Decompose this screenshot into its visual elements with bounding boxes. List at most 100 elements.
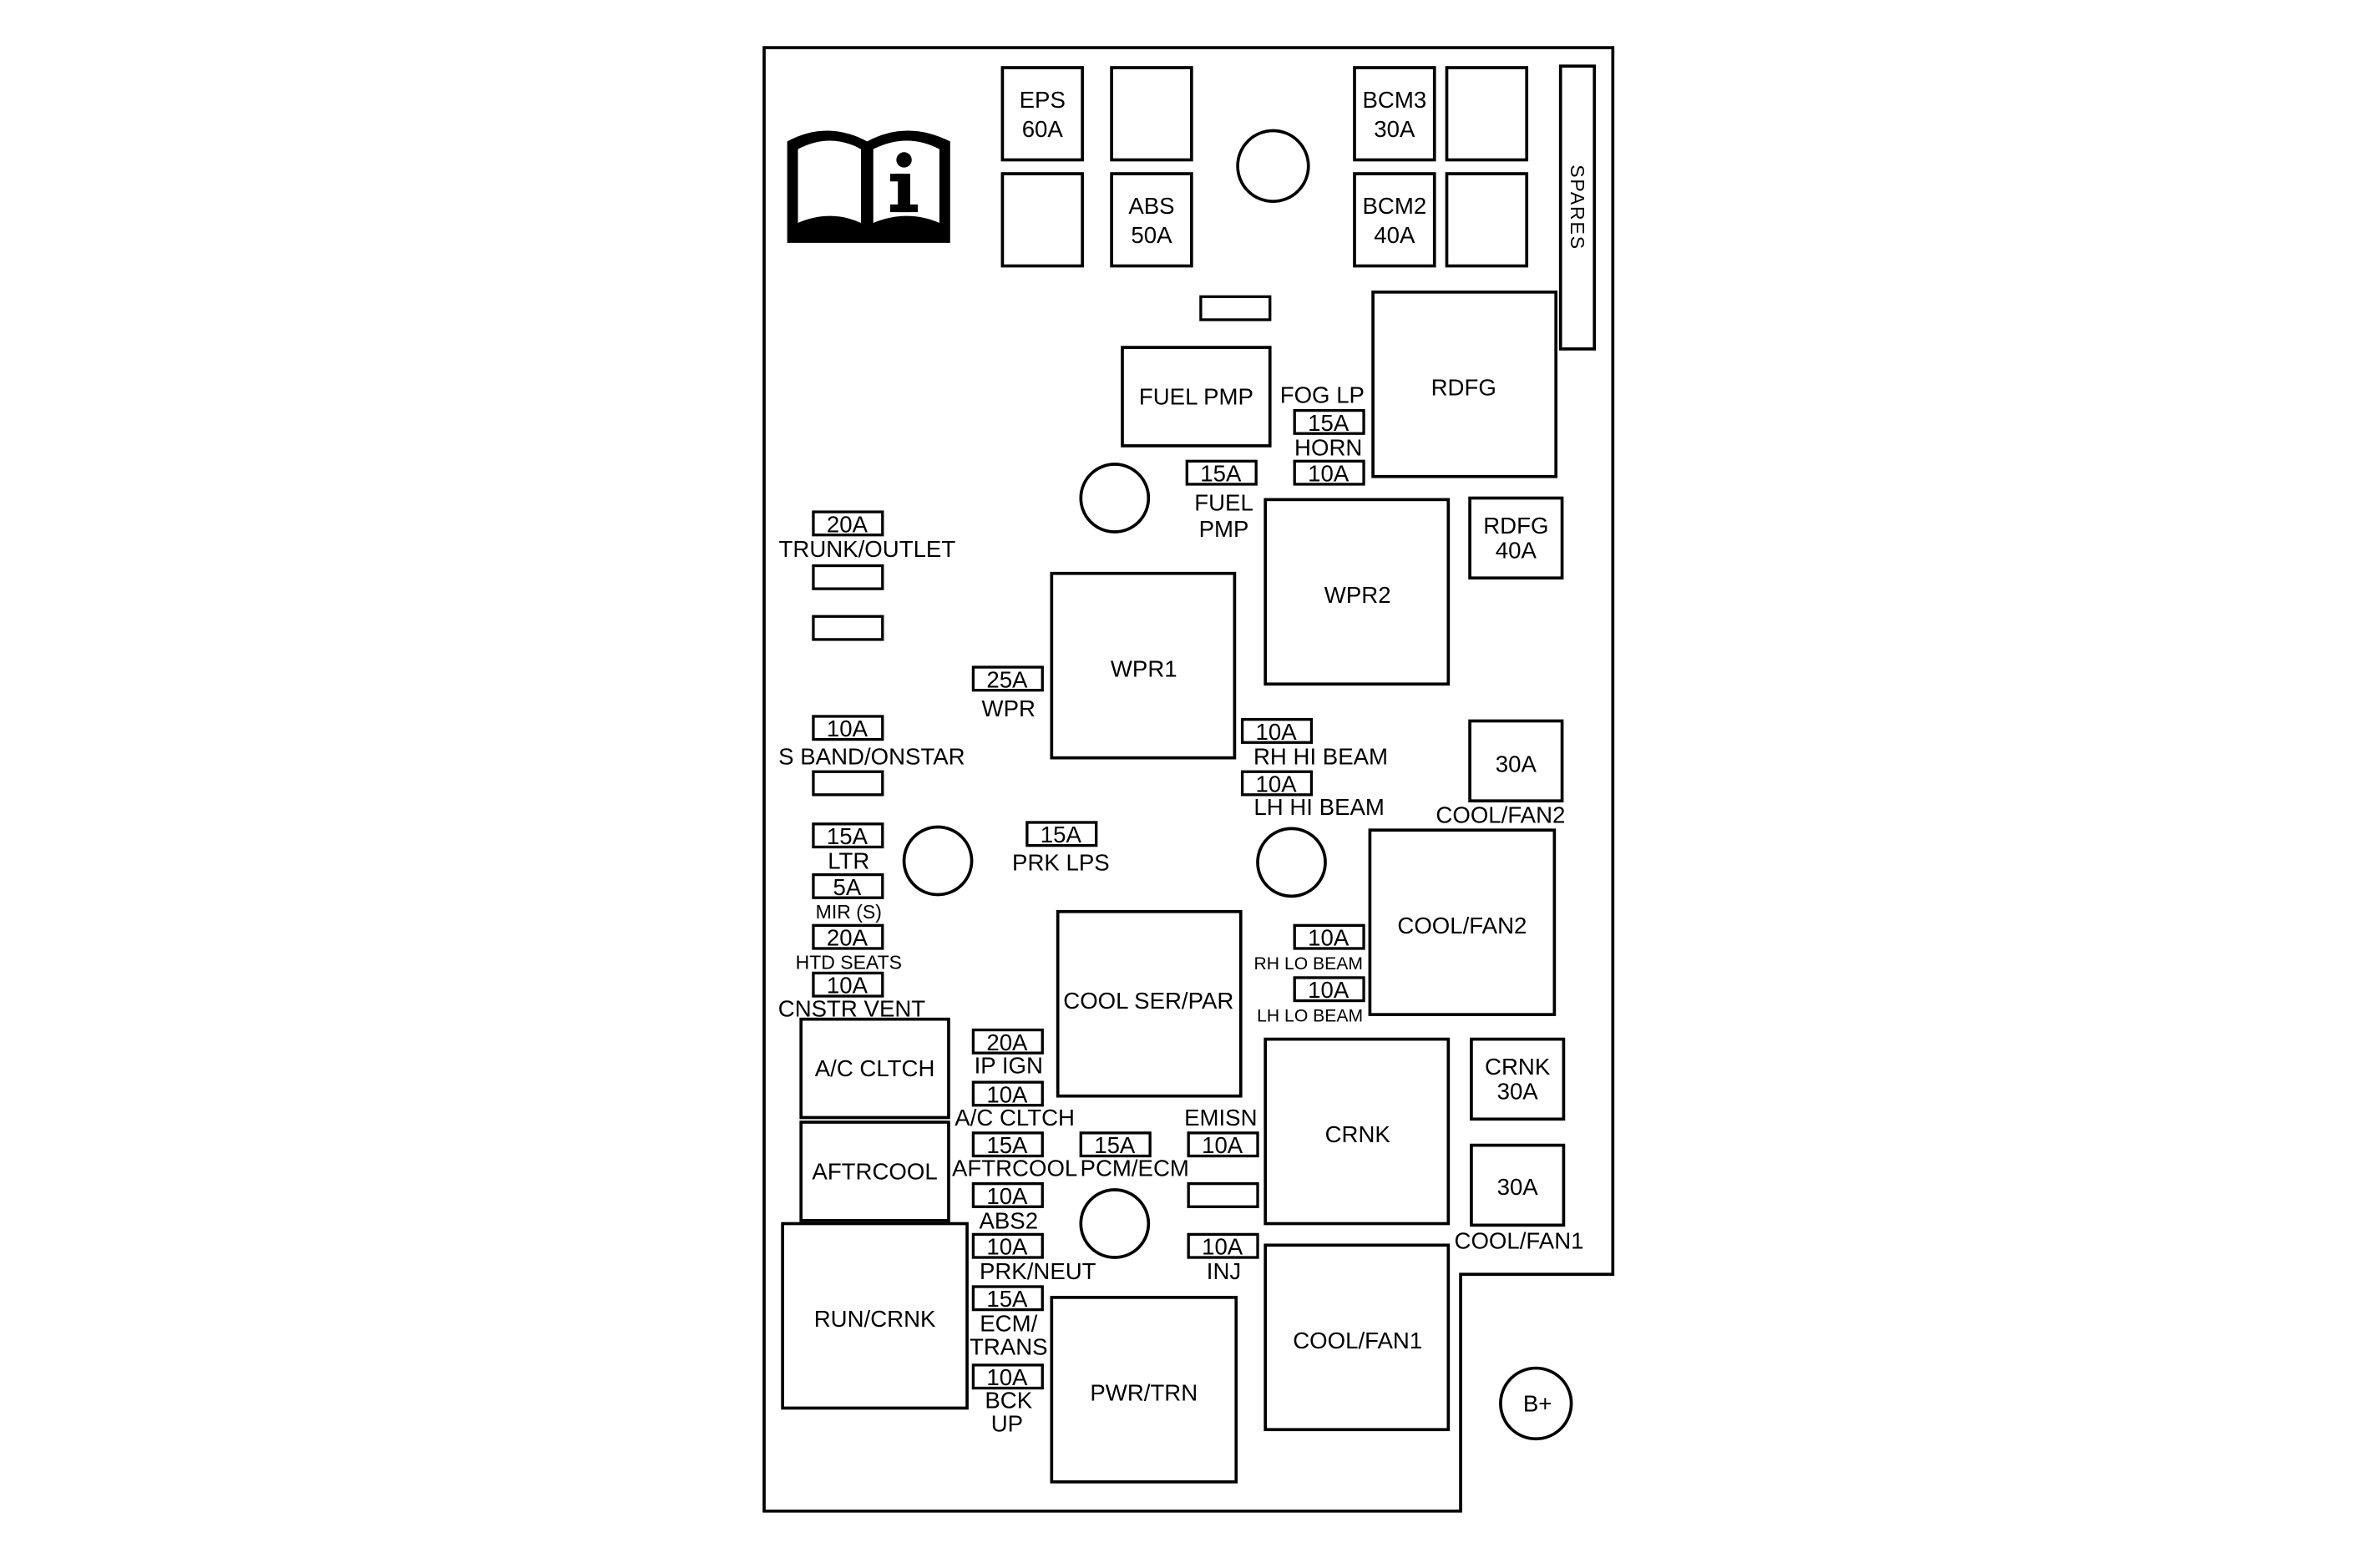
bck-up-fuse-label: BCK bbox=[985, 1388, 1032, 1414]
cool-fan1-fuse-label: COOL/FAN1 bbox=[1455, 1227, 1584, 1253]
fuel-pmp-fuse-rating: 15A bbox=[1200, 461, 1242, 487]
wpr-fuse-rating: 25A bbox=[986, 666, 1028, 692]
empty-mini-fuse-slot bbox=[1187, 1181, 1259, 1208]
crnk-relay bbox=[1263, 1037, 1451, 1226]
crnk-fuse bbox=[1470, 1037, 1566, 1121]
empty-fuse-slot bbox=[1110, 66, 1193, 162]
cool-fan1-fuse-rating: 30A bbox=[1497, 1174, 1539, 1200]
rh-hi-beam-fuse-label: RH HI BEAM bbox=[1253, 743, 1388, 769]
bcm2-fuse-name: BCM2 bbox=[1363, 193, 1427, 219]
fog-lp-fuse bbox=[1293, 408, 1365, 435]
wpr2-relay-label: WPR2 bbox=[1324, 582, 1391, 608]
battery-positive-terminal bbox=[1499, 1366, 1573, 1441]
cnstr-vent-fuse-rating: 10A bbox=[827, 973, 868, 999]
ac-cltch-fuse bbox=[971, 1080, 1044, 1107]
ac-cltch-relay bbox=[799, 1017, 950, 1120]
aftrcool-fuse bbox=[971, 1131, 1044, 1158]
lh-hi-beam-fuse-rating: 10A bbox=[1256, 771, 1298, 797]
wpr-fuse-label: WPR bbox=[982, 696, 1036, 721]
mounting-hole bbox=[1236, 129, 1310, 204]
pwr-trn-relay bbox=[1050, 1296, 1238, 1484]
bcm3-fuse bbox=[1353, 66, 1436, 162]
htd-seats-fuse bbox=[812, 923, 884, 950]
mounting-hole bbox=[1256, 827, 1327, 898]
owners-manual-info-icon bbox=[787, 130, 950, 243]
prk-neut-fuse-rating: 10A bbox=[986, 1234, 1028, 1260]
lh-lo-beam-fuse-label: LH LO BEAM bbox=[1257, 1006, 1363, 1025]
trunk-outlet-fuse-rating: 20A bbox=[827, 511, 868, 537]
rdfg-relay bbox=[1371, 290, 1558, 478]
aftrcool-fuse-label: AFTRCOOL bbox=[952, 1156, 1077, 1181]
rdfg-fuse-rating: 40A bbox=[1496, 538, 1537, 564]
prk-lps-fuse-label: PRK LPS bbox=[1012, 849, 1110, 875]
trunk-outlet-fuse-label: TRUNK/OUTLET bbox=[779, 536, 956, 562]
cool-ser-par-relay bbox=[1056, 909, 1243, 1098]
empty-mini-fuse-slot bbox=[1199, 295, 1272, 321]
htd-seats-fuse-label: HTD SEATS bbox=[796, 952, 902, 974]
pcm-ecm-fuse-rating: 15A bbox=[1094, 1132, 1136, 1158]
cnstr-vent-fuse-label: CNSTR VENT bbox=[778, 995, 926, 1021]
ac-cltch-relay-label: A/C CLTCH bbox=[815, 1055, 935, 1081]
ecm-trans-fuse bbox=[971, 1285, 1044, 1312]
rh-lo-beam-fuse bbox=[1293, 923, 1365, 950]
horn-fuse bbox=[1293, 459, 1365, 486]
bck-up-fuse bbox=[971, 1363, 1044, 1390]
aftrcool-fuse-rating: 15A bbox=[986, 1132, 1028, 1158]
run-crnk-relay bbox=[781, 1222, 969, 1410]
emisn-fuse-rating: 10A bbox=[1202, 1132, 1243, 1158]
inj-fuse bbox=[1187, 1232, 1259, 1259]
prk-lps-fuse-rating: 15A bbox=[1041, 822, 1082, 847]
ac-cltch-fuse-rating: 10A bbox=[986, 1081, 1028, 1107]
ecm-trans-fuse-rating: 15A bbox=[986, 1286, 1028, 1312]
bcm3-fuse-rating: 30A bbox=[1374, 116, 1415, 142]
cool-fan1-relay-label: COOL/FAN1 bbox=[1293, 1328, 1422, 1353]
cool-fan1-relay bbox=[1263, 1243, 1451, 1432]
lh-lo-beam-fuse-rating: 10A bbox=[1308, 977, 1350, 1003]
abs-fuse bbox=[1110, 172, 1193, 268]
mir-fuse-label: MIR (S) bbox=[816, 901, 882, 923]
rh-lo-beam-fuse-label: RH LO BEAM bbox=[1254, 954, 1364, 974]
ltr-fuse bbox=[812, 822, 884, 849]
crnk-fuse-rating: 30A bbox=[1497, 1079, 1539, 1105]
fuel-pmp-fuse-label: FUEL bbox=[1194, 490, 1253, 516]
trunk-outlet-fuse bbox=[812, 510, 884, 537]
mir-fuse-rating: 5A bbox=[833, 874, 862, 900]
ltr-fuse-label: LTR bbox=[828, 848, 869, 874]
rh-hi-beam-fuse-rating: 10A bbox=[1256, 719, 1298, 745]
bcm2-fuse bbox=[1353, 172, 1436, 268]
cool-fan2-fuse-rating: 30A bbox=[1496, 751, 1537, 777]
horn-fuse-rating: 10A bbox=[1308, 461, 1350, 487]
rh-hi-beam-fuse bbox=[1240, 717, 1314, 744]
empty-mini-fuse-slot bbox=[812, 564, 884, 590]
prk-neut-fuse bbox=[971, 1232, 1044, 1259]
abs2-fuse bbox=[971, 1181, 1044, 1208]
rdfg-fuse bbox=[1468, 496, 1564, 580]
ip-ign-fuse-rating: 20A bbox=[986, 1029, 1028, 1055]
fuel-pmp-fuse-label: PMP bbox=[1199, 516, 1249, 542]
bcm2-fuse-rating: 40A bbox=[1374, 222, 1415, 248]
mounting-hole bbox=[1079, 1188, 1151, 1259]
cool-fan2-relay bbox=[1368, 828, 1557, 1016]
ac-cltch-fuse-label: A/C CLTCH bbox=[955, 1105, 1075, 1131]
fuel-pmp-relay-label: FUEL PMP bbox=[1139, 384, 1253, 410]
prk-lps-fuse bbox=[1025, 821, 1098, 847]
s-band-onstar-fuse-label: S BAND/ONSTAR bbox=[778, 743, 965, 769]
mir-fuse bbox=[812, 873, 884, 899]
lh-hi-beam-fuse-label: LH HI BEAM bbox=[1253, 794, 1385, 820]
wpr2-relay bbox=[1263, 498, 1451, 686]
horn-fuse-label: HORN bbox=[1294, 434, 1362, 460]
rdfg-relay-label: RDFG bbox=[1431, 374, 1496, 400]
fuel-pmp-relay bbox=[1121, 346, 1272, 448]
wpr1-relay bbox=[1050, 571, 1237, 760]
fuse-block-outline bbox=[762, 46, 1615, 1513]
bcm3-fuse-name: BCM3 bbox=[1363, 87, 1427, 113]
pcm-ecm-fuse bbox=[1079, 1131, 1152, 1158]
battery-positive-terminal-label: B+ bbox=[1523, 1390, 1552, 1416]
fog-lp-fuse-label: FOG LP bbox=[1280, 382, 1365, 408]
empty-fuse-slot bbox=[1445, 172, 1529, 268]
ip-ign-fuse-label: IP IGN bbox=[975, 1052, 1043, 1078]
aftrcool-relay-label: AFTRCOOL bbox=[812, 1158, 937, 1184]
fuel-pmp-fuse bbox=[1185, 459, 1258, 486]
empty-mini-fuse-slot bbox=[812, 770, 884, 797]
